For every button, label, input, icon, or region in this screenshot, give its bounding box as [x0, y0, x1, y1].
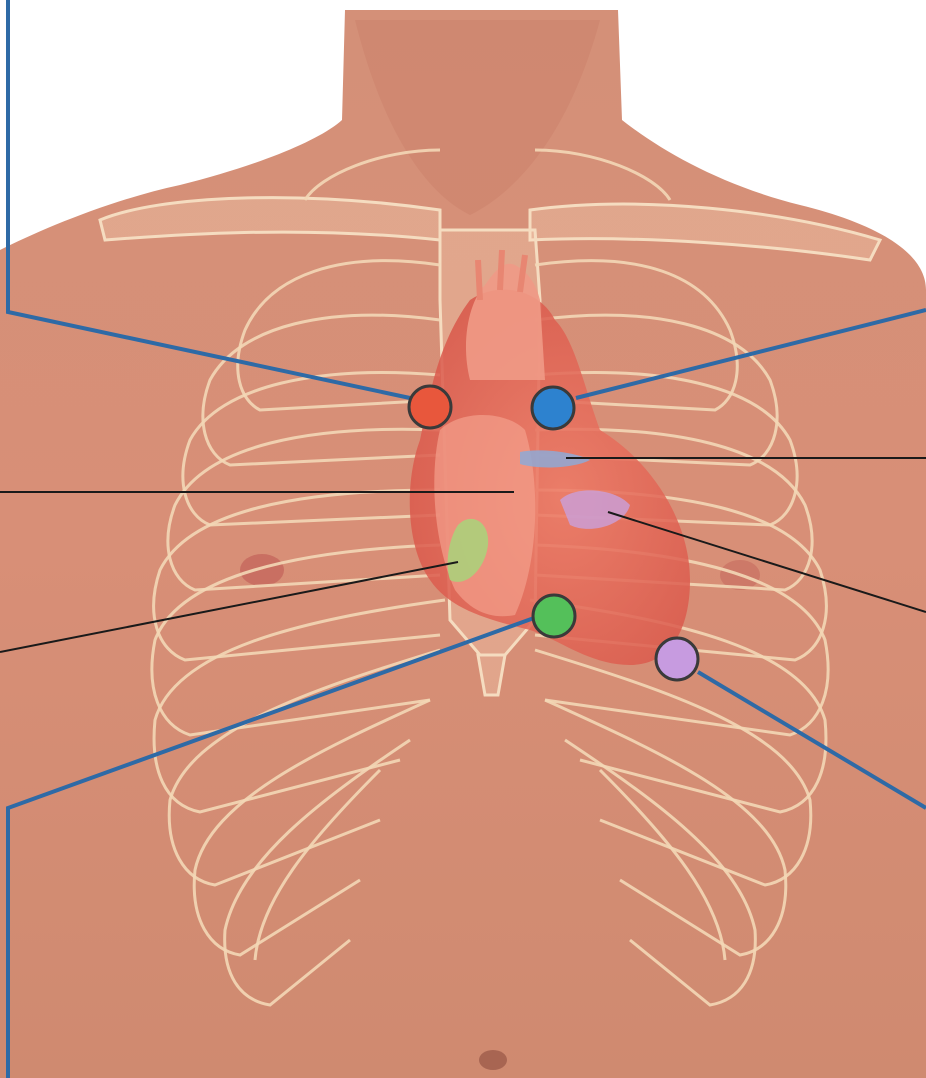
- navel: [479, 1050, 507, 1070]
- mitral-area-marker[interactable]: [656, 638, 698, 680]
- tricuspid-area-marker[interactable]: [533, 595, 575, 637]
- right-nipple: [240, 554, 284, 586]
- pulmonic-area-marker[interactable]: [532, 387, 574, 429]
- aortic-area-marker[interactable]: [409, 386, 451, 428]
